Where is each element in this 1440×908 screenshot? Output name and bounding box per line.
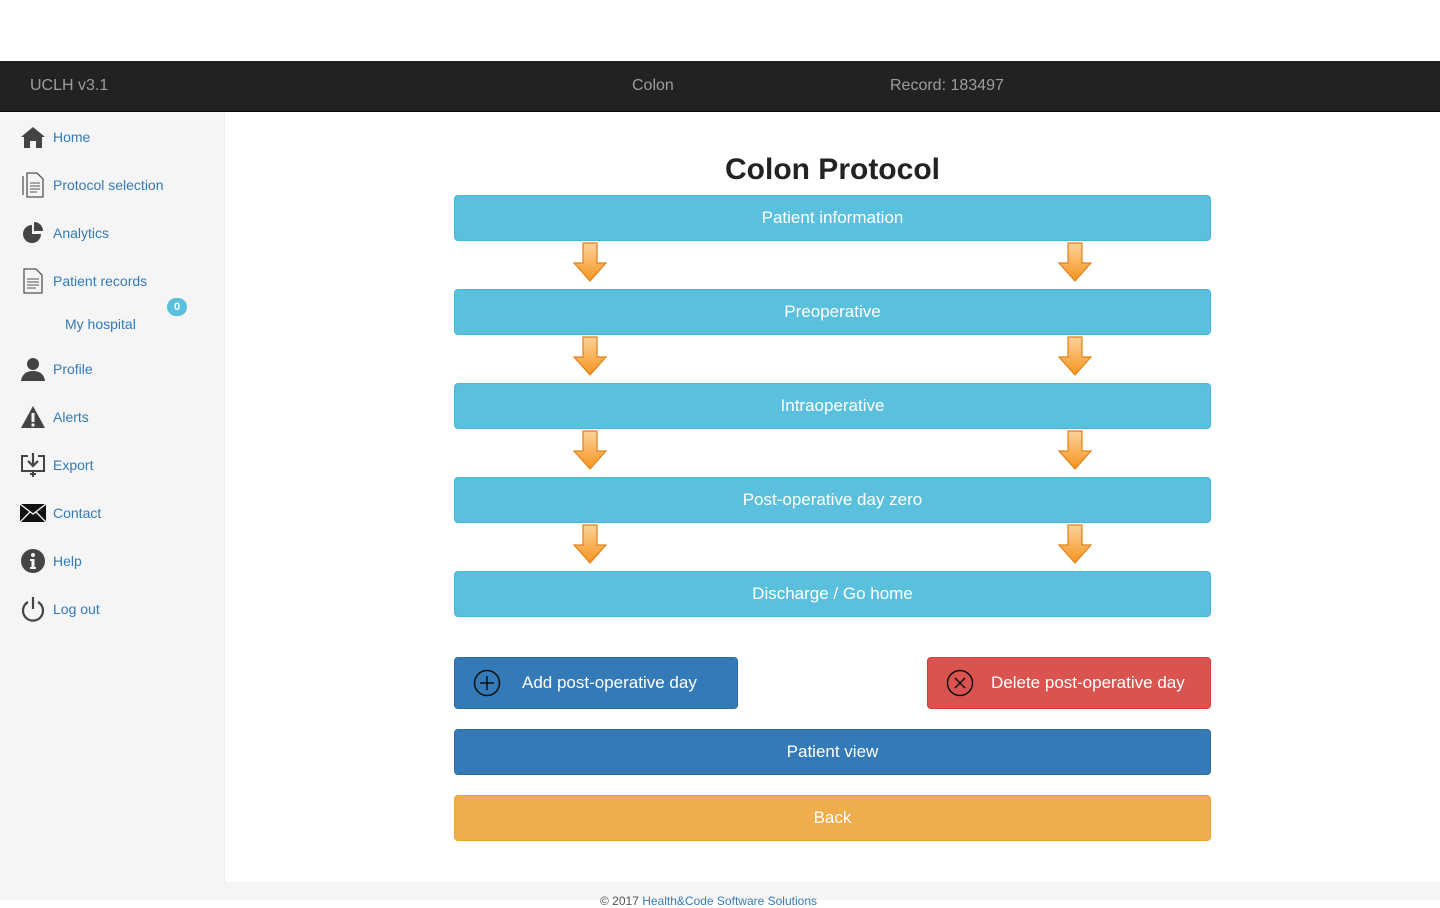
sidebar-item-label: Analytics	[53, 225, 110, 241]
step-discharge[interactable]: Discharge / Go home	[454, 571, 1211, 617]
sidebar-item-label: Help	[53, 553, 82, 569]
step-intraoperative[interactable]: Intraoperative	[454, 383, 1211, 429]
arrow-down-icon	[573, 430, 607, 470]
step-preoperative[interactable]: Preoperative	[454, 289, 1211, 335]
back-button[interactable]: Back	[454, 795, 1211, 841]
sidebar-item-protocol-selection[interactable]: Protocol selection	[20, 170, 164, 200]
sidebar-item-patient-records[interactable]: Patient records	[20, 266, 147, 296]
footer: © 2017 Health&Code Software Solutions	[0, 882, 1440, 908]
company-link[interactable]: Health&Code Software Solutions	[642, 894, 817, 908]
page-title: Colon Protocol	[725, 153, 940, 186]
arrow-down-icon	[573, 524, 607, 564]
sidebar-item-help[interactable]: Help	[20, 546, 82, 576]
sidebar-item-contact[interactable]: Contact	[20, 498, 101, 528]
sidebar-item-profile[interactable]: Profile	[20, 354, 93, 384]
add-button-label: Add post-operative day	[522, 673, 697, 692]
user-icon	[20, 356, 46, 382]
sidebar-item-label: Export	[53, 457, 94, 473]
sidebar-item-label: Contact	[53, 505, 102, 521]
protocol-name: Colon	[632, 77, 674, 94]
sidebar-item-home[interactable]: Home	[20, 122, 90, 152]
arrow-down-icon	[1058, 242, 1092, 282]
arrow-down-icon	[573, 336, 607, 376]
delete-postoperative-day-button[interactable]: Delete post-operative day	[927, 657, 1211, 709]
sidebar-item-my-hospital[interactable]: My hospital	[65, 316, 136, 332]
patient-view-button[interactable]: Patient view	[454, 729, 1211, 775]
sidebar-item-export[interactable]: Export	[20, 450, 93, 480]
app-brand[interactable]: UCLH v3.1	[30, 77, 109, 94]
sidebar-item-label: Patient records	[53, 273, 148, 289]
pie-chart-icon	[20, 220, 46, 246]
remove-circle-icon	[946, 669, 974, 697]
sidebar-item-alerts[interactable]: Alerts	[20, 402, 89, 432]
step-patient-information[interactable]: Patient information	[454, 195, 1211, 241]
copyright-text: © 2017 Health&Code Software Solutions	[600, 894, 817, 908]
export-icon	[20, 452, 46, 478]
arrow-down-icon	[1058, 524, 1092, 564]
add-postoperative-day-button[interactable]: Add post-operative day	[454, 657, 738, 709]
document-icon	[20, 172, 46, 198]
sidebar-item-label: Log out	[53, 601, 100, 617]
arrow-down-icon	[573, 242, 607, 282]
info-icon	[20, 548, 46, 574]
power-icon	[20, 596, 46, 622]
home-icon	[20, 124, 46, 150]
delete-button-label: Delete post-operative day	[991, 673, 1185, 692]
sidebar-item-logout[interactable]: Log out	[20, 594, 100, 624]
sidebar-item-label: Protocol selection	[53, 177, 164, 193]
file-icon	[20, 268, 46, 294]
sidebar-item-analytics[interactable]: Analytics	[20, 218, 109, 248]
sidebar-item-label: Profile	[53, 361, 93, 377]
alerts-count-badge: 0	[167, 298, 187, 316]
sidebar-item-label: Home	[53, 129, 91, 145]
step-postoperative-day-zero[interactable]: Post-operative day zero	[454, 477, 1211, 523]
copyright-year: © 2017	[600, 894, 639, 908]
top-navbar: UCLH v3.1 Colon Record: 183497	[0, 61, 1440, 112]
sidebar-item-label: Alerts	[53, 409, 89, 425]
arrow-down-icon	[1058, 336, 1092, 376]
arrow-down-icon	[1058, 430, 1092, 470]
plus-circle-icon	[473, 669, 501, 697]
warning-icon	[20, 404, 46, 430]
envelope-icon	[20, 500, 46, 526]
record-number: Record: 183497	[890, 77, 1004, 94]
